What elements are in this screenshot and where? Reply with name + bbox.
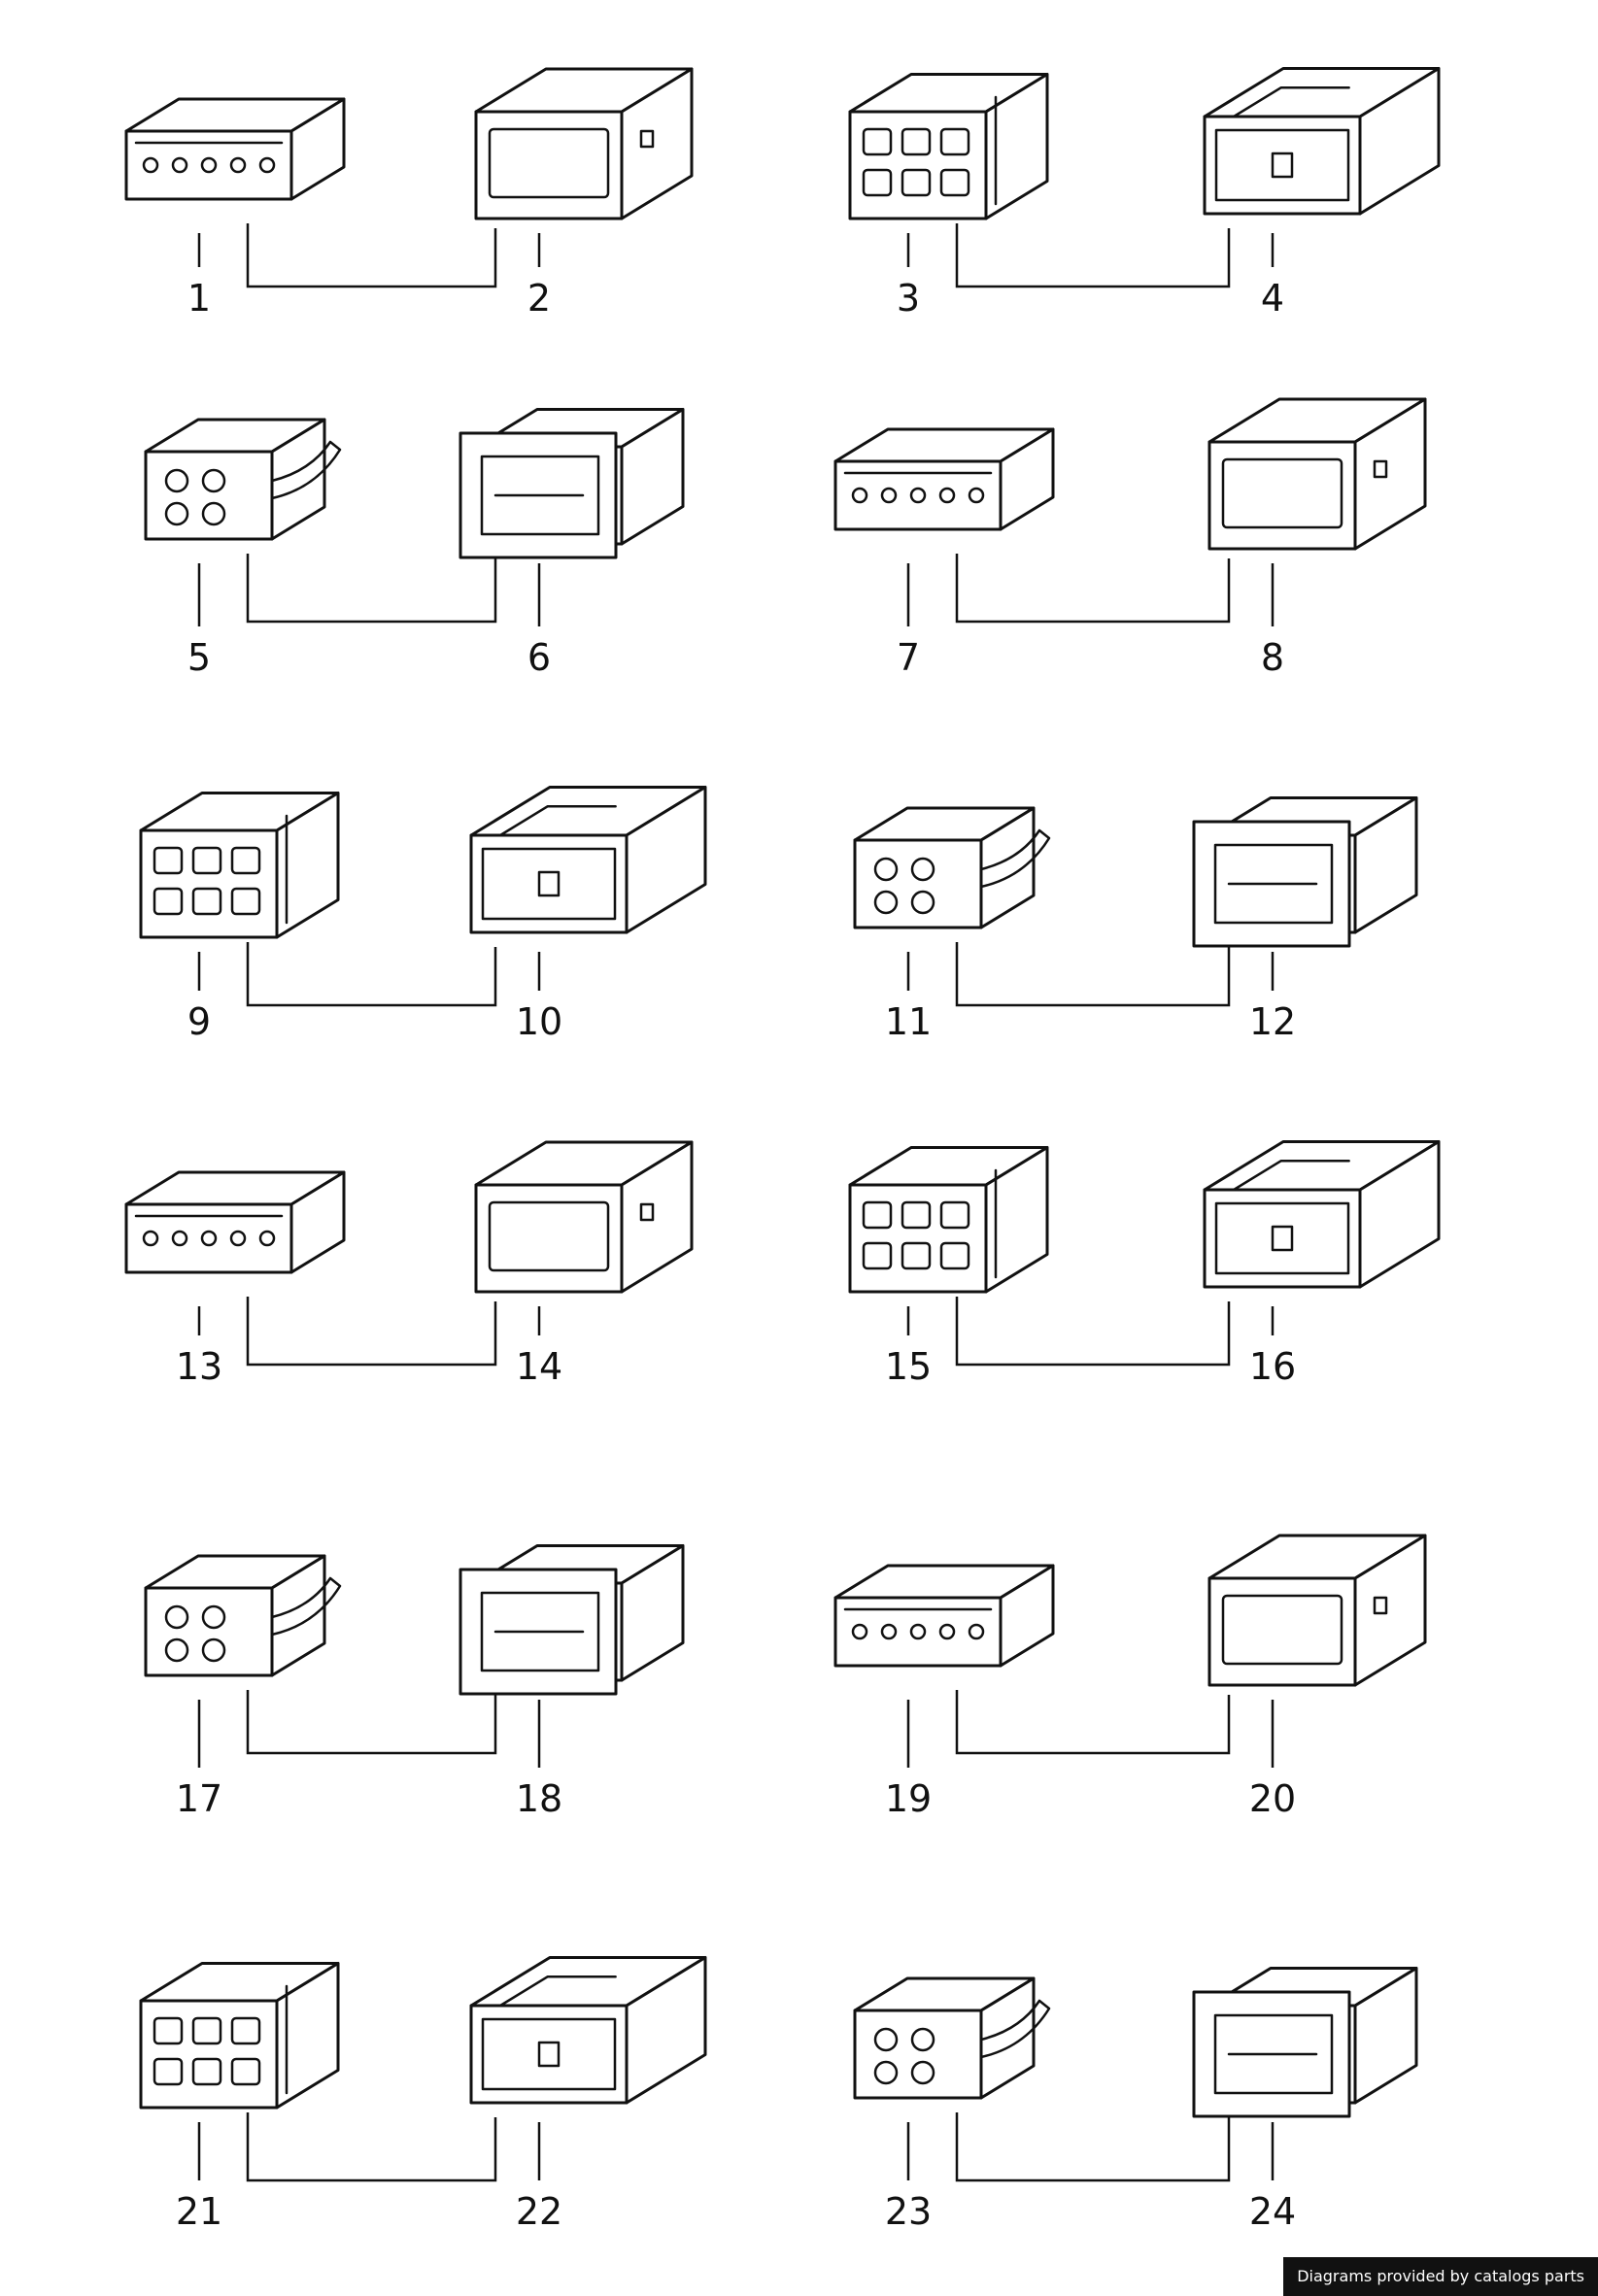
part-number-label: 23 (885, 2190, 932, 2233)
connector-part-6: 6 (459, 408, 685, 679)
connector-part-19: 19 (833, 1564, 1055, 1820)
connector-part-9: 9 (139, 792, 340, 1043)
part-number-label: 24 (1249, 2190, 1296, 2233)
connector-part-17: 17 (144, 1554, 342, 1820)
mating-pair-connector-line (955, 1297, 1231, 1367)
connector-part-1: 1 (124, 97, 346, 320)
mating-pair-connector-line (246, 942, 497, 1007)
part-number-label: 11 (885, 1000, 932, 1043)
connector-part-14: 14 (474, 1140, 694, 1388)
connector-part-15: 15 (848, 1146, 1049, 1388)
mating-pair-connector-line (246, 223, 497, 288)
connector-part-10: 10 (469, 786, 707, 1043)
part-number-label: 17 (176, 1777, 222, 1820)
connector-part-23: 23 (853, 1976, 1051, 2233)
connector-part-8: 8 (1207, 397, 1427, 679)
mating-pair-connector-line (246, 554, 497, 624)
part-number-label: 19 (885, 1777, 932, 1820)
part-number-label: 18 (516, 1777, 562, 1820)
mating-pair-connector-line (955, 223, 1231, 288)
connector-part-4: 4 (1203, 67, 1441, 320)
part-number-label: 2 (527, 277, 551, 320)
connector-part-3: 3 (848, 73, 1049, 320)
part-number-label: 1 (187, 277, 211, 320)
connector-part-24: 24 (1192, 1967, 1418, 2233)
part-number-label: 4 (1261, 277, 1284, 320)
connector-part-21: 21 (139, 1962, 340, 2233)
connector-part-12: 12 (1192, 796, 1418, 1043)
connector-part-5: 5 (144, 418, 342, 679)
part-number-label: 14 (516, 1345, 562, 1388)
connector-part-22: 22 (469, 1956, 707, 2233)
part-number-label: 3 (897, 277, 920, 320)
part-number-label: 8 (1261, 636, 1284, 679)
part-number-label: 13 (176, 1345, 222, 1388)
connector-part-7: 7 (833, 427, 1055, 679)
credit-label: Diagrams provided by catalogs parts (1283, 2257, 1598, 2296)
part-number-label: 20 (1249, 1777, 1296, 1820)
connector-part-11: 11 (853, 806, 1051, 1043)
part-number-label: 6 (527, 636, 551, 679)
part-number-label: 12 (1249, 1000, 1296, 1043)
mating-pair-connector-line (246, 1690, 497, 1755)
part-number-label: 5 (187, 636, 211, 679)
part-number-label: 16 (1249, 1345, 1296, 1388)
mating-pair-connector-line (955, 942, 1231, 1007)
connector-part-16: 16 (1203, 1140, 1441, 1388)
part-number-label: 9 (187, 1000, 211, 1043)
part-number-label: 22 (516, 2190, 562, 2233)
part-number-label: 21 (176, 2190, 222, 2233)
mating-pair-connector-line (955, 1690, 1231, 1755)
mating-pair-connector-line (955, 2112, 1231, 2182)
part-number-label: 10 (516, 1000, 562, 1043)
connector-part-20: 20 (1207, 1534, 1427, 1820)
connector-part-13: 13 (124, 1170, 346, 1388)
mating-pair-connector-line (246, 2112, 497, 2182)
mating-pair-connector-line (955, 554, 1231, 624)
connector-part-2: 2 (474, 67, 694, 320)
part-number-label: 15 (885, 1345, 932, 1388)
connector-part-18: 18 (459, 1544, 685, 1820)
part-number-label: 7 (897, 636, 920, 679)
mating-pair-connector-line (246, 1297, 497, 1367)
